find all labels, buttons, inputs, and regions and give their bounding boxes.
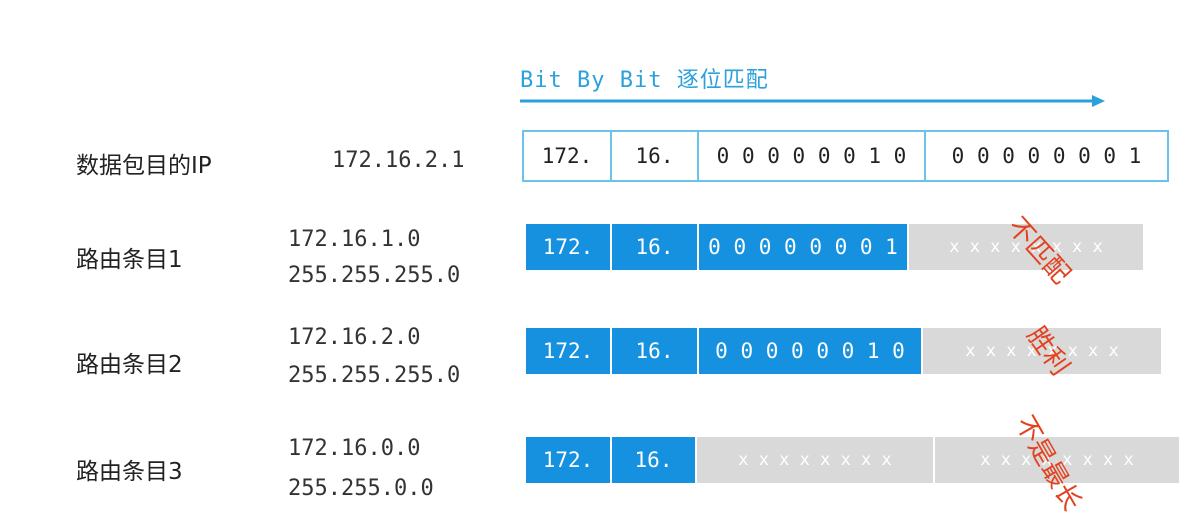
- route-3-octet-4: x x x x x x x x: [935, 437, 1179, 483]
- route-1-network: 172.16.1.0: [288, 227, 421, 252]
- route-1-mask: 255.255.255.0: [288, 263, 461, 288]
- route-1-octet-1: 172.: [526, 224, 612, 270]
- route-1-label: 路由条目1: [76, 247, 183, 273]
- packet-ip: 172.16.2.1: [332, 148, 465, 173]
- packet-label: 数据包目的IP: [76, 153, 212, 179]
- route-2-network: 172.16.2.0: [288, 325, 421, 350]
- packet-octet-1: 172.: [522, 130, 612, 182]
- packet-octet-3: 0 0 0 0 0 0 1 0: [697, 130, 926, 182]
- packet-octet-2: 16.: [610, 130, 699, 182]
- direction-arrow: [520, 95, 1105, 107]
- route-1-octet-3: 0 0 0 0 0 0 0 1: [699, 224, 909, 270]
- route-2-octet-3: 0 0 0 0 0 0 1 0: [699, 328, 923, 374]
- packet-octet-4: 0 0 0 0 0 0 0 1: [924, 130, 1169, 182]
- route-3-octet-1: 172.: [526, 437, 612, 483]
- route-2-octet-1: 172.: [526, 328, 612, 374]
- route-2-octet-2: 16.: [612, 328, 699, 374]
- route-3-network: 172.16.0.0: [288, 436, 421, 461]
- diagram-title: Bit By Bit 逐位匹配: [520, 68, 769, 93]
- route-3-mask: 255.255.0.0: [288, 476, 434, 501]
- route-1-octet-2: 16.: [612, 224, 699, 270]
- route-3-octet-2: 16.: [612, 437, 697, 483]
- route-1-octet-4: x x x x x x x x: [909, 224, 1145, 270]
- route-2-label: 路由条目2: [76, 352, 183, 378]
- route-2-mask: 255.255.255.0: [288, 363, 461, 388]
- route-3-octet-3: x x x x x x x x: [697, 437, 935, 483]
- route-3-label: 路由条目3: [76, 459, 183, 485]
- route-2-octet-4: x x x x x x x x: [923, 328, 1163, 374]
